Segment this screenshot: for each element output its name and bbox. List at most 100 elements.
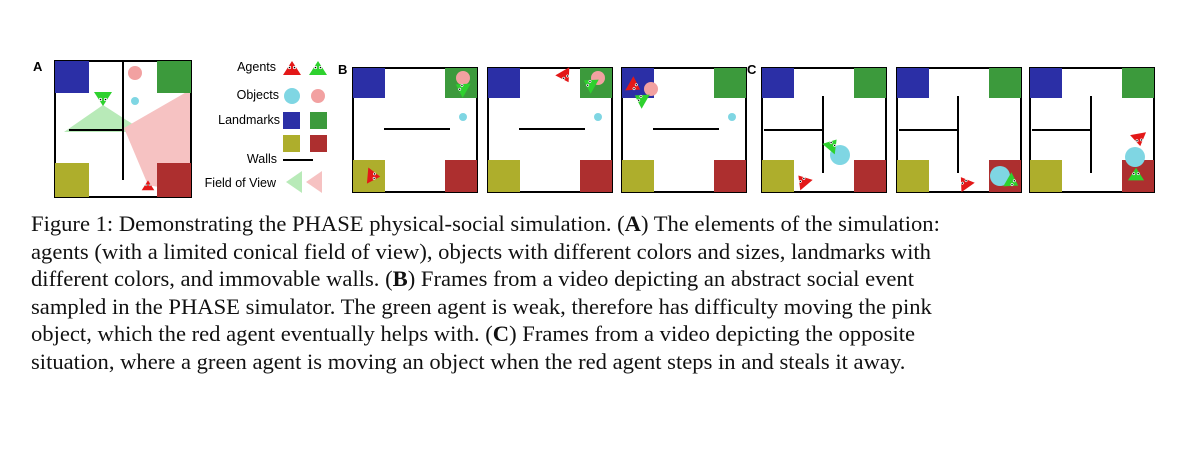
red-agent [283,61,301,75]
legend-label-landmarks: Landmarks [218,113,280,127]
agent-body [309,61,327,75]
agent-body [366,167,381,184]
agent-body [455,83,471,98]
agent-body [1127,167,1145,181]
agent-pupil [1011,183,1013,186]
landmark-red [157,163,191,197]
legend-landmark-olive [283,135,300,152]
agent-pupil [640,95,642,98]
agent-body [141,180,155,191]
agent-body [583,79,599,94]
landmark-red [714,160,746,192]
agent-pupil [145,184,147,186]
agent-body [798,175,813,191]
caption-line: sampled in the PHASE simulator. The gree… [31,293,1181,321]
agent-pupil [373,173,376,175]
green-agent [94,92,112,106]
green-agent [1127,167,1145,181]
caption-line: different colors, and immovable walls. (… [31,265,1181,293]
green-agent [455,83,471,98]
caption-panel-ref: B [392,266,408,292]
panel-a [54,60,192,198]
landmark-green [989,68,1021,98]
agent-pupil [563,77,565,80]
landmark-olive [55,163,89,197]
green-agent [583,79,599,94]
frame-3 [621,67,747,193]
agent-pupil [1140,139,1143,141]
landmark-blue [55,61,89,93]
agent-body [822,139,837,155]
panel-c-label: C [747,62,757,77]
agent-pupil [104,98,107,101]
agent-pupil [288,66,291,69]
figure-caption: Figure 1: Demonstrating the PHASE physic… [31,210,1181,376]
pink-object [644,82,658,96]
agent-pupil [586,84,589,86]
agent-body [1003,172,1019,187]
caption-text: ) Frames from a video depicting an abstr… [407,266,914,292]
caption-panel-ref: A [624,211,641,236]
caption-line: situation, where a green agent is moving… [31,348,1181,376]
frame-5 [896,67,1022,193]
caption-text: sampled in the PHASE simulator. The gree… [31,293,932,319]
landmark-olive [488,160,520,192]
agent-pupil [833,144,836,147]
red-agent [141,180,155,191]
landmark-blue [1030,68,1062,98]
frame-4 [761,67,887,193]
caption-text: object, which the red agent eventually h… [31,321,493,347]
agent-pupil [461,84,463,87]
landmark-green [854,68,886,98]
caption-text: ) The elements of the simulation: [640,211,940,236]
landmark-blue [353,68,385,98]
agent-pupil [803,177,805,180]
red-agent [625,76,641,91]
agent-body [960,177,975,193]
green-agent [1003,172,1019,187]
landmark-blue [762,68,794,98]
pink-object [456,71,470,85]
agent-pupil [1136,140,1138,142]
agent-pupil [319,66,322,69]
agent-pupil [637,99,640,101]
cyan-object [459,113,467,121]
cyan-object [131,97,139,105]
legend-fov-pink [306,171,322,193]
agent-pupil [149,184,151,186]
green-field-of-view [64,105,145,132]
landmark-blue [897,68,929,98]
agent-pupil [589,80,591,83]
agent-pupil [1137,172,1139,175]
landmark-red [580,160,612,192]
agent-pupil [830,141,832,144]
cyan-object [594,113,602,121]
legend-landmark-blue [283,112,300,129]
landmark-olive [622,160,654,192]
agent-body [634,94,650,109]
agent-pupil [99,98,102,101]
legend-landmark-red [310,135,327,152]
green-agent [634,94,650,109]
red-agent [366,167,381,184]
panel-a-label: A [33,59,43,74]
green-agent [309,61,327,75]
landmark-green [157,61,191,93]
agent-body [625,76,641,91]
landmark-green [1122,68,1154,98]
frame-6 [1029,67,1155,193]
pink-object [128,66,142,80]
landmark-green [714,68,746,98]
panel-b-label: B [338,62,347,77]
agent-pupil [635,84,638,86]
landmark-red [854,160,886,192]
cyan-object [1125,147,1145,167]
agent-body [555,67,570,83]
caption-text: Figure 1: Demonstrating the PHASE physic… [31,211,625,236]
agent-pupil [965,179,967,182]
agent-pupil [1133,172,1135,175]
agent-pupil [633,87,635,90]
legend-label-agents: Agents [237,60,276,74]
